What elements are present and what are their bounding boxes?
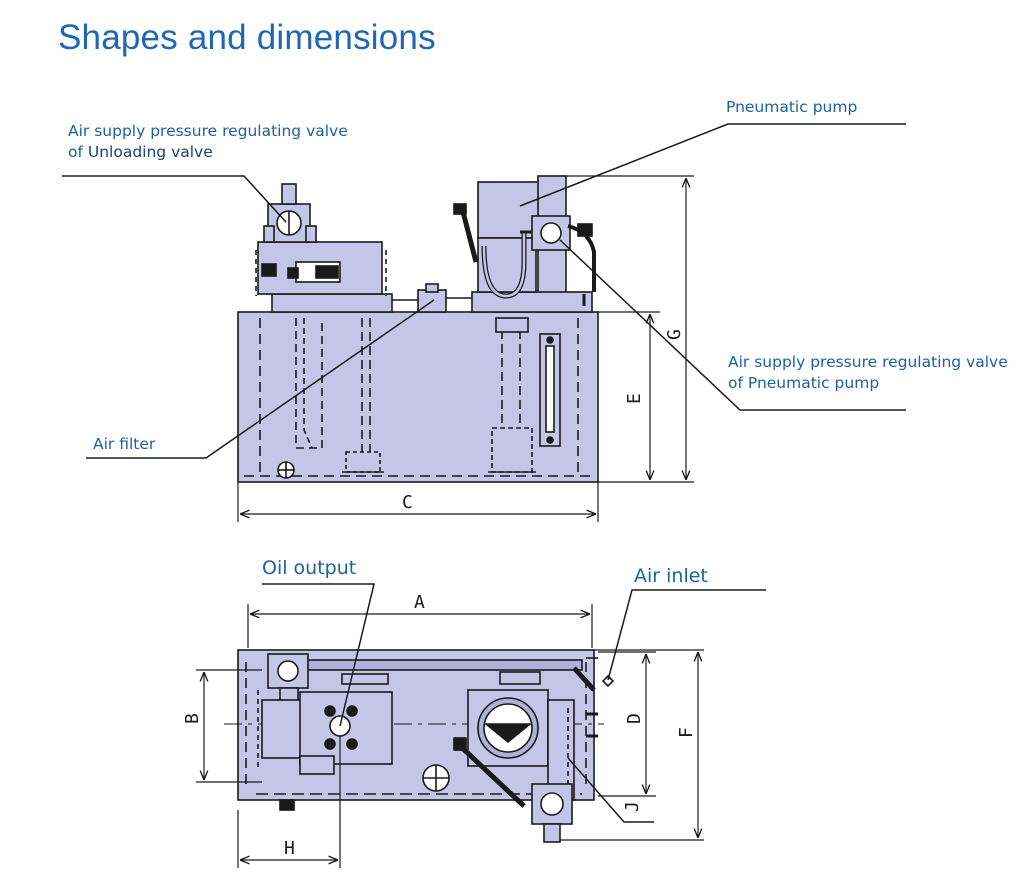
leader-air-inlet [607, 589, 766, 681]
dim-label-h: H [284, 838, 295, 859]
label-pump-valve-line1: Air supply pressure regulating valve [728, 353, 1008, 371]
dim-label-j: J [622, 801, 643, 812]
dim-label-a: A [414, 592, 425, 613]
top-dimensions [196, 604, 704, 868]
top-manifold [261, 699, 303, 759]
label-pump-valve-line2: of Pneumatic pump [728, 374, 880, 392]
front-dimensions [237, 175, 694, 522]
air-inlet-marker [601, 674, 615, 688]
dim-label-f: F [676, 727, 697, 738]
dim-label-e: E [624, 393, 645, 404]
leader-j [567, 757, 654, 823]
label-unloading-valve-prefix: of [68, 143, 88, 161]
dim-label-b: B [182, 713, 203, 724]
label-unloading-valve-line1: Air supply pressure regulating valve [68, 122, 348, 140]
top-view [196, 604, 704, 868]
leader-oil-output [262, 583, 375, 727]
label-air-inlet: Air inlet [634, 565, 708, 587]
dim-label-c: C [402, 492, 413, 513]
dim-label-d: D [624, 713, 645, 724]
leader-pneumatic-pump [519, 123, 906, 207]
leader-lines [62, 123, 906, 823]
leader-pump-valve [559, 239, 906, 411]
label-pneumatic-pump: Pneumatic pump [726, 98, 858, 116]
label-unloading-valve-strong: Unloading valve [87, 143, 213, 161]
label-unloading-valve: Air supply pressure regulating valve of … [68, 121, 348, 163]
front-view [237, 175, 694, 522]
label-air-filter: Air filter [93, 435, 156, 453]
label-unloading-valve-line2: of Unloading valve [68, 142, 348, 163]
dim-label-g: G [664, 329, 685, 340]
label-pump-valve: Air supply pressure regulating valve of … [728, 352, 1008, 394]
leader-unloading-valve [62, 175, 287, 223]
leader-air-filter [86, 299, 435, 459]
label-oil-output: Oil output [262, 557, 357, 579]
page-title: Shapes and dimensions [58, 18, 436, 57]
